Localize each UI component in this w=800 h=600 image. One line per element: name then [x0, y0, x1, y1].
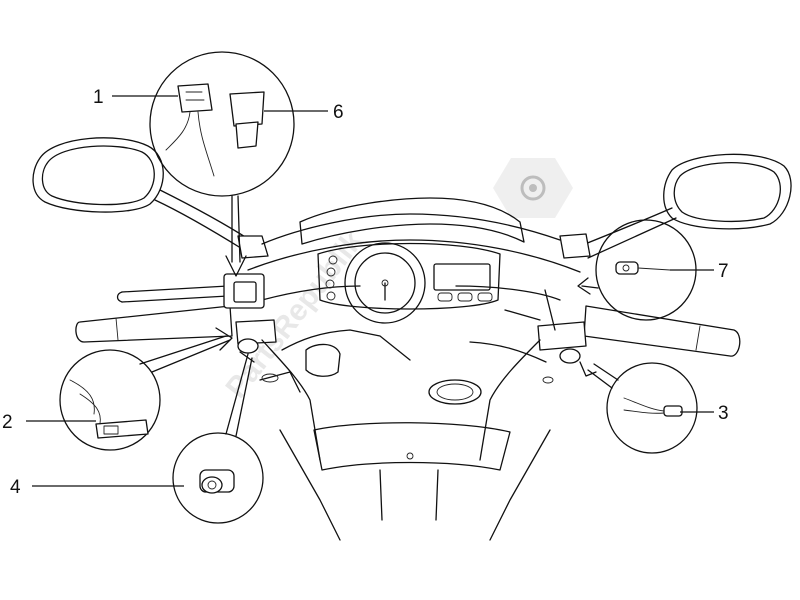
- callout-1: 1: [93, 87, 178, 108]
- part-7-connector: [615, 261, 671, 275]
- detail-top-switches: [149, 51, 295, 277]
- callout-label-6: 6: [333, 102, 344, 123]
- detail-part-4: [172, 351, 264, 524]
- callout-4: 4: [10, 477, 184, 498]
- right-grip: [504, 289, 741, 364]
- right-mirror: [559, 153, 792, 259]
- callout-2: 2: [2, 412, 96, 433]
- detail-part-2: [59, 327, 233, 451]
- callout-label-3: 3: [718, 403, 729, 424]
- detail-part-7: [577, 219, 697, 321]
- callout-label-2: 2: [2, 412, 13, 433]
- part-2-switch: [69, 379, 149, 439]
- callout-3: 3: [680, 403, 729, 424]
- gear-icon: [493, 158, 573, 218]
- left-grip: [75, 273, 277, 354]
- detail-part-3: [579, 361, 698, 454]
- watermark: PartsRepublik: [220, 158, 573, 404]
- part-3-connector: [623, 397, 683, 417]
- part-1-switch: [165, 83, 215, 177]
- part-6-cover: [229, 91, 265, 149]
- instrument-cluster: [317, 242, 501, 324]
- callout-6: 6: [264, 102, 344, 123]
- left-mirror: [32, 137, 269, 259]
- scooter-front: [32, 137, 792, 541]
- callout-7: 7: [670, 261, 729, 282]
- callout-label-7: 7: [718, 261, 729, 282]
- callout-label-4: 4: [10, 477, 21, 498]
- callout-label-1: 1: [93, 87, 104, 108]
- part-4-switch: [199, 469, 235, 494]
